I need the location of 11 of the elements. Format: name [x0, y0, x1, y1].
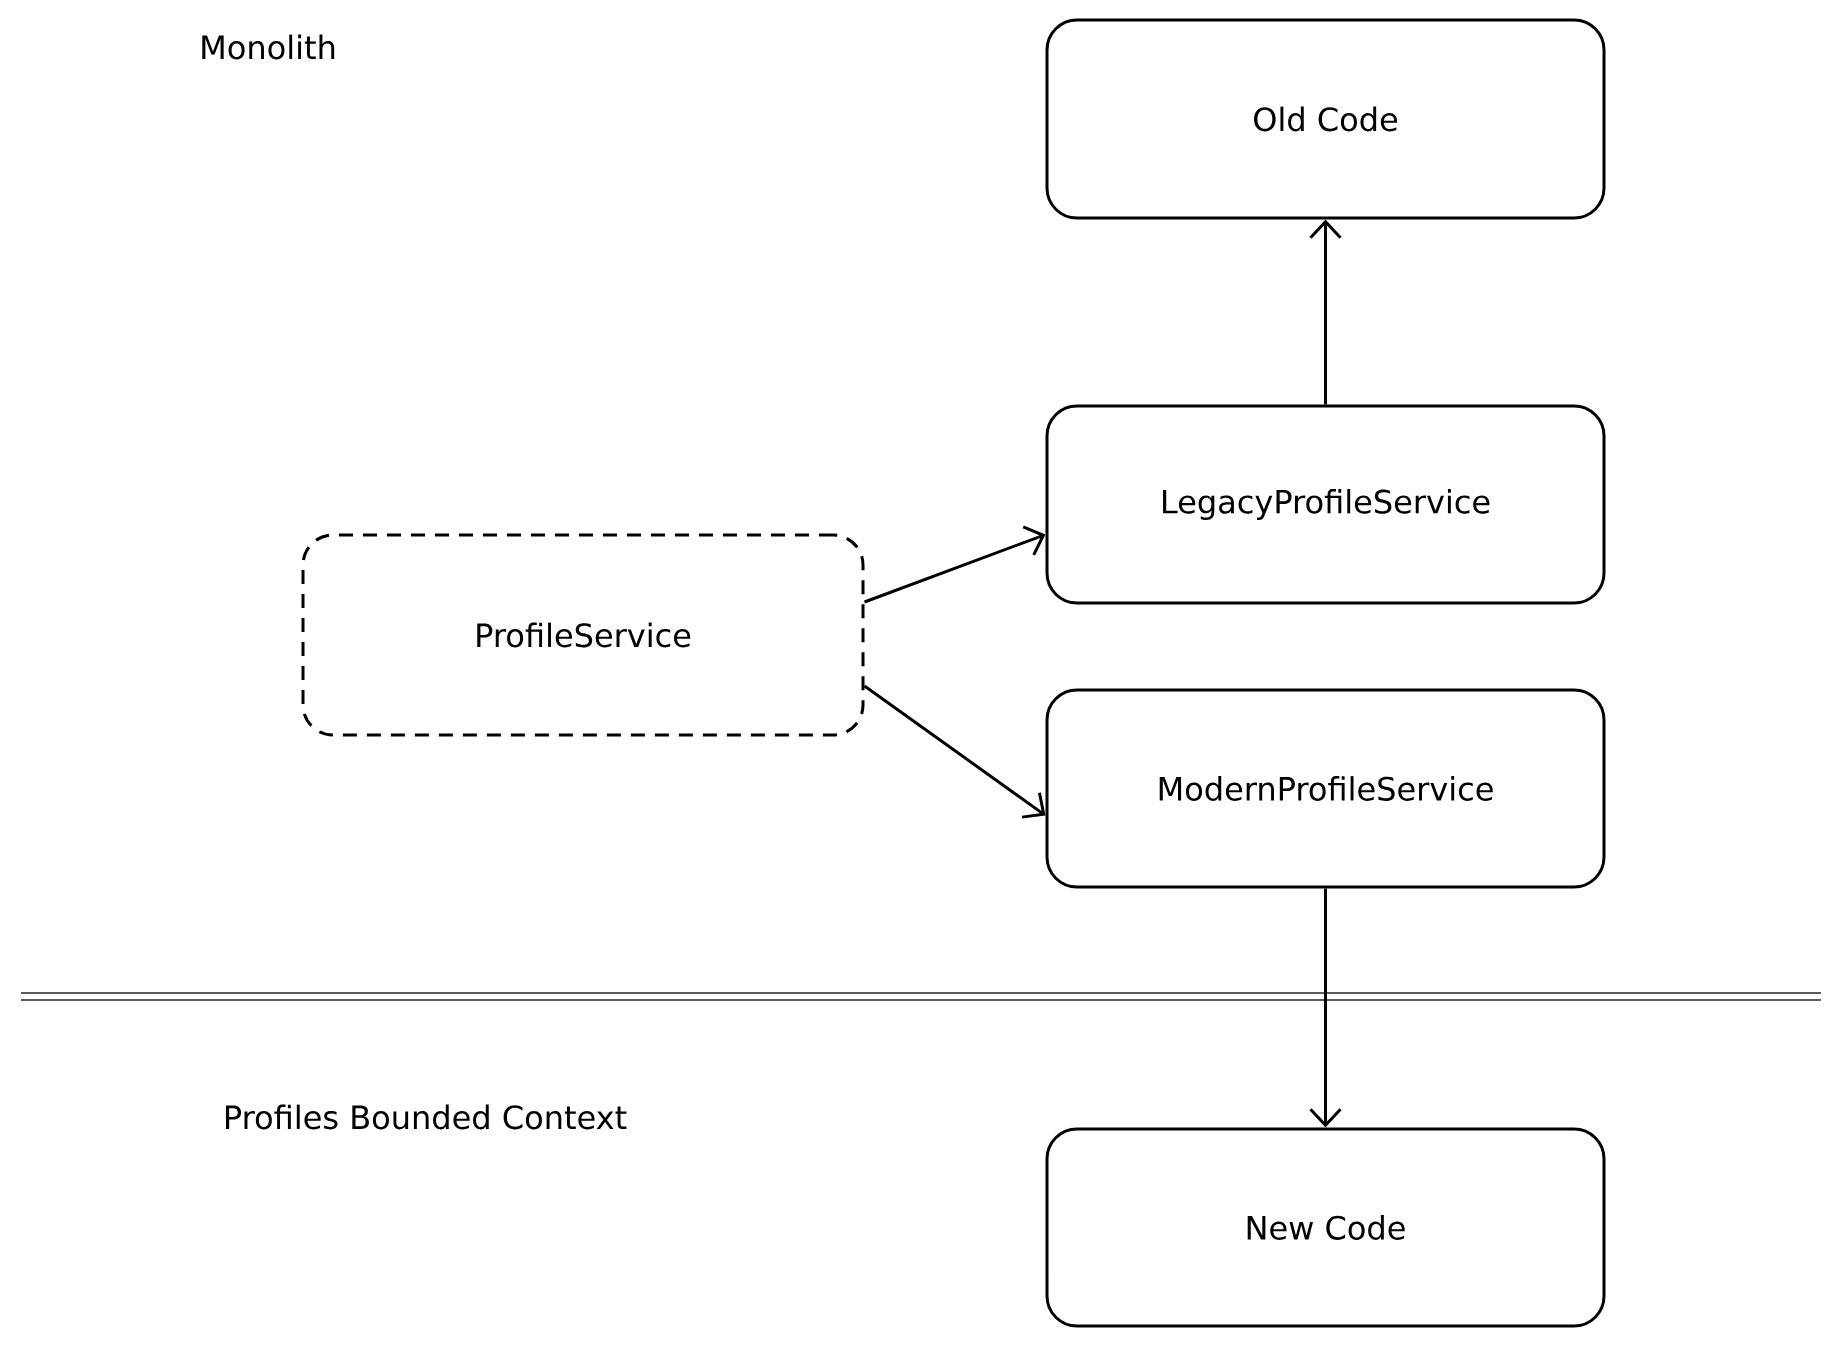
arrow: [864, 525, 1046, 604]
section-label: Profiles Bounded Context: [226, 1104, 627, 1130]
dashed-box: ProfileService: [301, 533, 865, 737]
arrow: [863, 684, 1046, 819]
section-label: Monolith: [202, 34, 335, 60]
process-box: New Code: [1045, 1127, 1606, 1328]
process-box: ModernProfileService: [1045, 688, 1606, 889]
process-box: LegacyProfileService: [1045, 404, 1606, 605]
process-box: Old Code: [1045, 18, 1606, 220]
arrow: [1309, 888, 1342, 1128]
arrow: [1309, 219, 1342, 405]
